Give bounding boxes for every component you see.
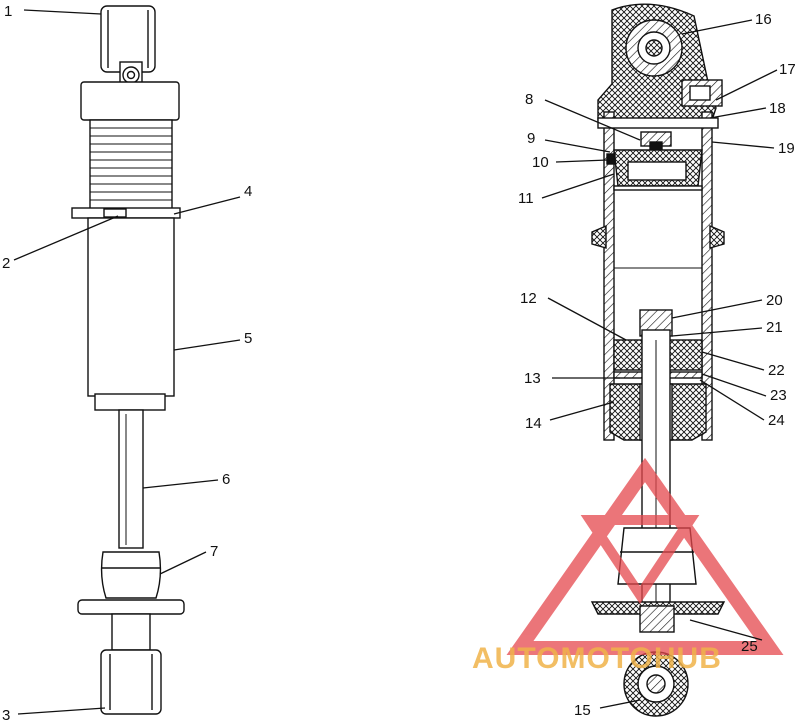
label-17: 17 (779, 61, 796, 78)
watermark-logo (506, 457, 784, 655)
piston-oring (606, 153, 616, 165)
label-11: 11 (518, 190, 534, 207)
main-body-tube (87, 217, 175, 397)
piston-shaft (118, 409, 144, 549)
label-8: 8 (525, 91, 533, 108)
label-23: 23 (770, 387, 787, 404)
lower-stem (111, 613, 151, 651)
label-19: 19 (778, 140, 795, 157)
label-25: 25 (741, 638, 758, 655)
threaded-body (89, 119, 173, 211)
label-3: 3 (2, 707, 10, 723)
cylinder-wall-right (701, 111, 713, 441)
leader-lines (13, 9, 778, 715)
label-5: 5 (244, 330, 252, 347)
label-2: 2 (2, 255, 10, 272)
label-18: 18 (769, 100, 786, 117)
lower-spring-seat (77, 599, 185, 615)
body-seal-cap (94, 393, 166, 411)
bottom-eye-mount (100, 649, 162, 715)
label-14: 14 (525, 415, 542, 432)
label-21: 21 (766, 319, 783, 336)
bump-stop (100, 551, 162, 599)
label-16: 16 (755, 11, 772, 28)
label-7: 7 (210, 543, 218, 560)
part-labels: 1 2 3 4 5 6 7 8 9 10 11 12 13 14 15 16 1… (2, 3, 796, 723)
cross-section-view (590, 3, 726, 717)
top-cap (80, 81, 180, 121)
label-22: 22 (768, 362, 785, 379)
label-10: 10 (532, 154, 549, 171)
label-6: 6 (222, 471, 230, 488)
label-1: 1 (4, 3, 12, 20)
label-4: 4 (244, 183, 252, 200)
exterior-shock-view (71, 5, 185, 715)
label-15: 15 (574, 702, 591, 719)
watermark-text: AUTOMOTOHUB (472, 642, 722, 675)
label-24: 24 (768, 412, 785, 429)
watermark-triangle-inner (580, 515, 700, 605)
label-12: 12 (520, 290, 537, 307)
label-20: 20 (766, 292, 783, 309)
label-13: 13 (524, 370, 541, 387)
cylinder-wall-left (603, 111, 615, 441)
watermark-triangle-outer (506, 457, 784, 655)
label-9: 9 (527, 130, 535, 147)
